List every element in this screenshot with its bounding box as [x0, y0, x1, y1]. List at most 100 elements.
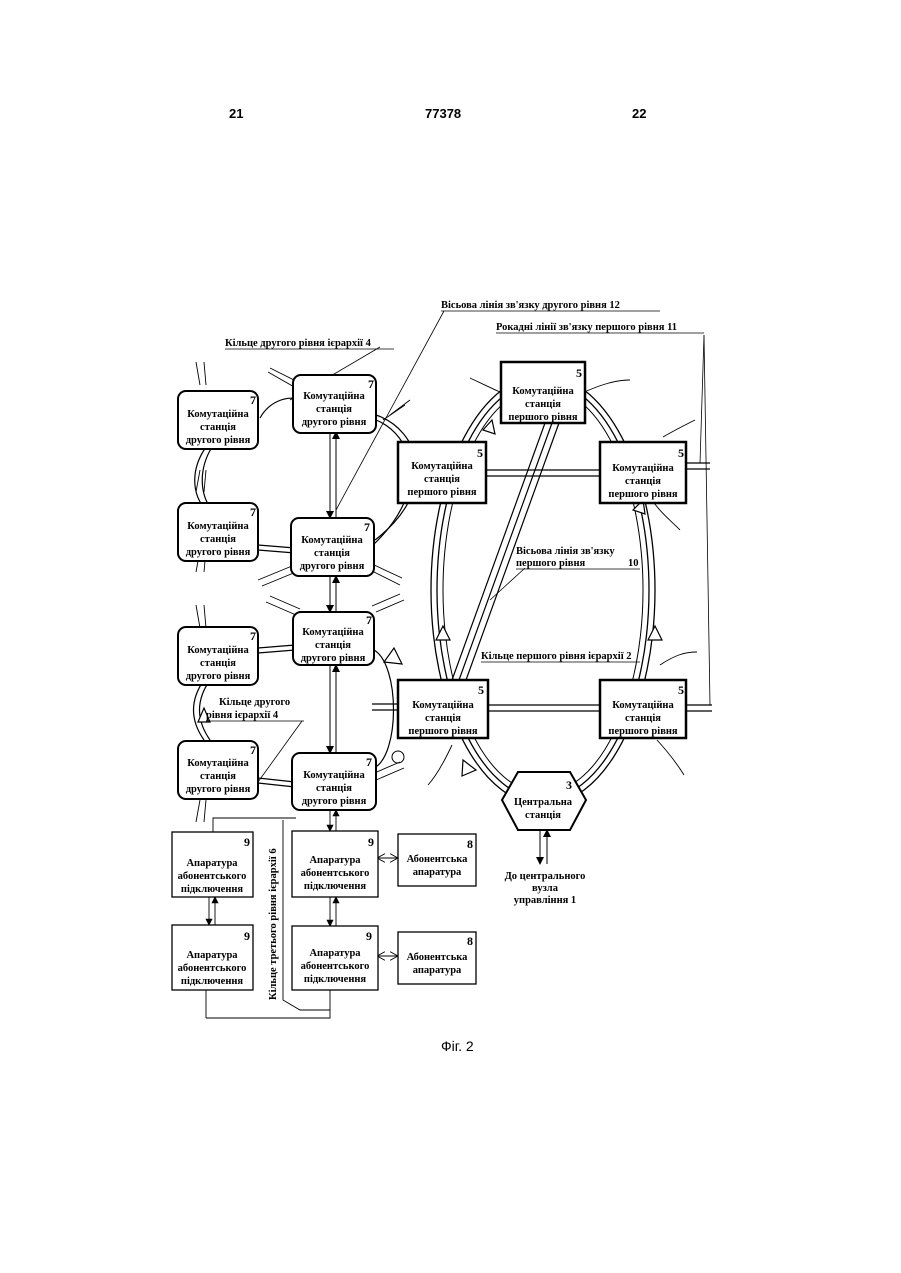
- box-label-2: станція: [314, 548, 350, 559]
- box-label-3: другого рівня: [186, 671, 251, 682]
- label-axial-first-level-line1: Вісьова лінія зв'язку: [516, 546, 615, 557]
- station-second-level: Комутаційна станція другого рівня 7: [178, 627, 258, 685]
- box-label-3: першого рівня: [608, 489, 678, 500]
- station-number: 5: [678, 683, 684, 697]
- station-second-level: Комутаційна станція другого рівня 7: [178, 503, 258, 561]
- box-number: 9: [244, 929, 250, 943]
- station-second-level: Комутаційна станція другого рівня 7: [178, 391, 258, 449]
- box-label-1: Комутаційна: [187, 758, 249, 769]
- box-label-3: підключення: [304, 974, 367, 985]
- box-label-2: станція: [316, 783, 352, 794]
- box-label-2: абонентського: [301, 868, 370, 879]
- station-number: 3: [566, 778, 572, 792]
- box-label-3: підключення: [304, 881, 367, 892]
- box-label-2: станція: [200, 534, 236, 545]
- box-label-3: підключення: [181, 976, 244, 987]
- box-label-1: Комутаційна: [411, 461, 473, 472]
- ring-first-level: [431, 375, 655, 805]
- station-number: 5: [478, 683, 484, 697]
- station-second-level: Комутаційна станція другого рівня 7: [291, 518, 374, 576]
- external-links: [196, 362, 697, 822]
- box-label-2: апаратура: [413, 965, 462, 976]
- box-label-3: першого рівня: [408, 726, 478, 737]
- station-number: 5: [678, 446, 684, 460]
- box-label-2: станція: [200, 658, 236, 669]
- subscriber-equipment-box: Абонентська апаратура 8: [398, 834, 476, 886]
- box-label-2: станція: [525, 399, 561, 410]
- station-number: 5: [477, 446, 483, 460]
- station-first-level: Комутаційна станція першого рівня 5: [501, 362, 585, 423]
- box-label-2: станція: [625, 713, 661, 724]
- box-label-1: Комутаційна: [301, 535, 363, 546]
- box-label-2: станція: [424, 474, 460, 485]
- box-label-3: другого рівня: [186, 435, 251, 446]
- box-label-2: станція: [316, 404, 352, 415]
- station-second-level: Комутаційна станція другого рівня 7: [293, 375, 376, 433]
- station-number: 7: [250, 393, 256, 407]
- station-second-level: Комутаційна станція другого рівня 7: [293, 612, 374, 665]
- box-number: 9: [368, 835, 374, 849]
- central-station: Центральна станція 3: [502, 772, 586, 830]
- box-label-2: станція: [525, 810, 561, 821]
- box-label-1: Апаратура: [186, 858, 238, 869]
- box-label-1: Комутаційна: [612, 463, 674, 474]
- station-number: 7: [366, 613, 372, 627]
- station-number: 7: [368, 377, 374, 391]
- station-first-level: Комутаційна станція першого рівня 5: [398, 442, 486, 503]
- label-axial-second-level: Вісьова лінія зв'язку другого рівня 12: [441, 300, 620, 311]
- station-first-level: Комутаційна станція першого рівня 5: [398, 680, 488, 738]
- box-label-3: першого рівня: [608, 726, 678, 737]
- box-label-1: Апаратура: [309, 948, 361, 959]
- station-number: 7: [364, 520, 370, 534]
- box-label-1: Центральна: [514, 797, 573, 808]
- label-ring-first-level: Кільце першого рівня ієрархії 2: [481, 651, 631, 662]
- subscriber-connection-box: Апаратура абонентського підключення 9: [172, 832, 253, 897]
- label-to-center-line2: вузла: [532, 883, 559, 894]
- box-number: 8: [467, 837, 473, 851]
- box-label-1: Абонентська: [407, 854, 469, 865]
- box-label-2: станція: [200, 422, 236, 433]
- box-label-2: станція: [200, 771, 236, 782]
- label-chord-lines: Рокадні лінії зв'язку першого рівня 11: [496, 322, 677, 333]
- box-label-1: Комутаційна: [302, 627, 364, 638]
- subscriber-connection-box: Апаратура абонентського підключення 9: [292, 926, 378, 990]
- subscriber-connection-box: Апаратура абонентського підключення 9: [172, 925, 253, 990]
- box-label-3: другого рівня: [302, 417, 367, 428]
- box-label-1: Апаратура: [309, 855, 361, 866]
- box-label-2: абонентського: [301, 961, 370, 972]
- figure-caption: Фіг. 2: [441, 1038, 474, 1054]
- station-number: 7: [366, 755, 372, 769]
- label-ring-third-level: Кільце третього рівня ієрархії 6: [268, 848, 279, 1000]
- box-label-3: другого рівня: [186, 784, 251, 795]
- box-label-3: підключення: [181, 884, 244, 895]
- station-number: 7: [250, 629, 256, 643]
- station-first-level: Комутаційна станція першого рівня 5: [600, 680, 686, 738]
- station-second-level: Комутаційна станція другого рівня 7: [178, 741, 258, 799]
- box-label-1: Комутаційна: [303, 391, 365, 402]
- station-number: 7: [250, 505, 256, 519]
- box-label-2: станція: [625, 476, 661, 487]
- label-to-center-line3: управління 1: [514, 895, 576, 906]
- box-label-2: абонентського: [178, 871, 247, 882]
- box-label-1: Апаратура: [186, 950, 238, 961]
- label-ring-second-level: Кільце другого рівня ієрархії 4: [225, 338, 372, 349]
- box-label-2: апаратура: [413, 867, 462, 878]
- box-label-3: першого рівня: [407, 487, 477, 498]
- box-number: 8: [467, 934, 473, 948]
- box-label-2: абонентського: [178, 963, 247, 974]
- station-number: 7: [250, 743, 256, 757]
- axial-line-second-level: [330, 432, 336, 753]
- station-second-level: Комутаційна станція другого рівня 7: [292, 753, 376, 810]
- label-ring-second-level-mid-line1: Кільце другого: [219, 697, 290, 708]
- station-first-level: Комутаційна станція першого рівня 5: [600, 442, 686, 503]
- box-label-1: Комутаційна: [187, 521, 249, 532]
- box-number: 9: [244, 835, 250, 849]
- label-ring-second-level-mid-line2: рівня ієрархії 4: [206, 710, 279, 721]
- box-label-3: другого рівня: [302, 796, 367, 807]
- box-label-1: Комутаційна: [303, 770, 365, 781]
- label-to-center-line1: До центрального: [505, 871, 586, 882]
- box-label-3: другого рівня: [186, 547, 251, 558]
- central-downlink: [540, 830, 547, 864]
- subscriber-equipment-box: Абонентська апаратура 8: [398, 932, 476, 984]
